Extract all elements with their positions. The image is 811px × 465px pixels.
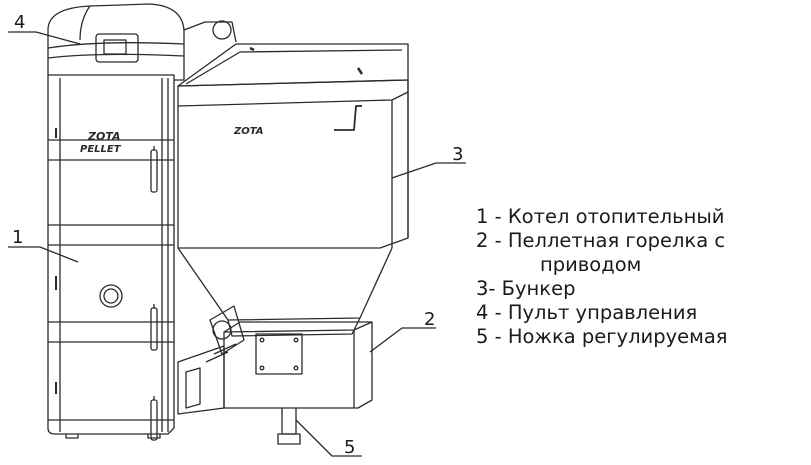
callout-3: 3: [391, 144, 466, 179]
callout-4-label: 4: [14, 12, 25, 33]
legend-item-2: 2 - Пеллетная горелка с: [476, 229, 726, 252]
boiler-logo-line2: PELLET: [80, 144, 122, 155]
boiler-body: [47, 74, 175, 441]
callout-3-label: 3: [452, 144, 463, 165]
display-screen: [103, 39, 127, 55]
control-panel: [47, 3, 237, 81]
callout-4: 4: [8, 12, 81, 45]
hopper-logo: ZOTA: [233, 126, 264, 137]
hopper: [177, 43, 409, 337]
door-handle-upper: [150, 149, 158, 193]
legend-item-5: 5 - Ножка регулируемая: [476, 325, 728, 348]
callout-1-label: 1: [12, 227, 23, 248]
pellet-burner: [177, 305, 373, 445]
legend-item-4: 4 - Пульт управления: [476, 301, 698, 324]
legend: 1 - Котел отопительный 2 - Пеллетная гор…: [476, 205, 728, 349]
legend-item-1: 1 - Котел отопительный: [476, 205, 725, 228]
callout-1: 1: [8, 227, 79, 263]
drive-motor: [209, 305, 245, 355]
callout-2: 2: [369, 309, 436, 353]
legend-item-2-continued: приводом: [540, 253, 642, 276]
callout-5-label: 5: [344, 437, 355, 458]
legend-item-3: 3- Бункер: [476, 277, 576, 300]
door-handle-middle: [150, 307, 158, 351]
callout-2-label: 2: [424, 309, 435, 330]
boiler-logo-line1: ZOTA: [87, 130, 121, 143]
callout-5: 5: [295, 419, 362, 458]
inspection-port: [99, 284, 123, 308]
burner-cover-plate: [255, 333, 303, 375]
adjustable-leg: [281, 408, 297, 435]
